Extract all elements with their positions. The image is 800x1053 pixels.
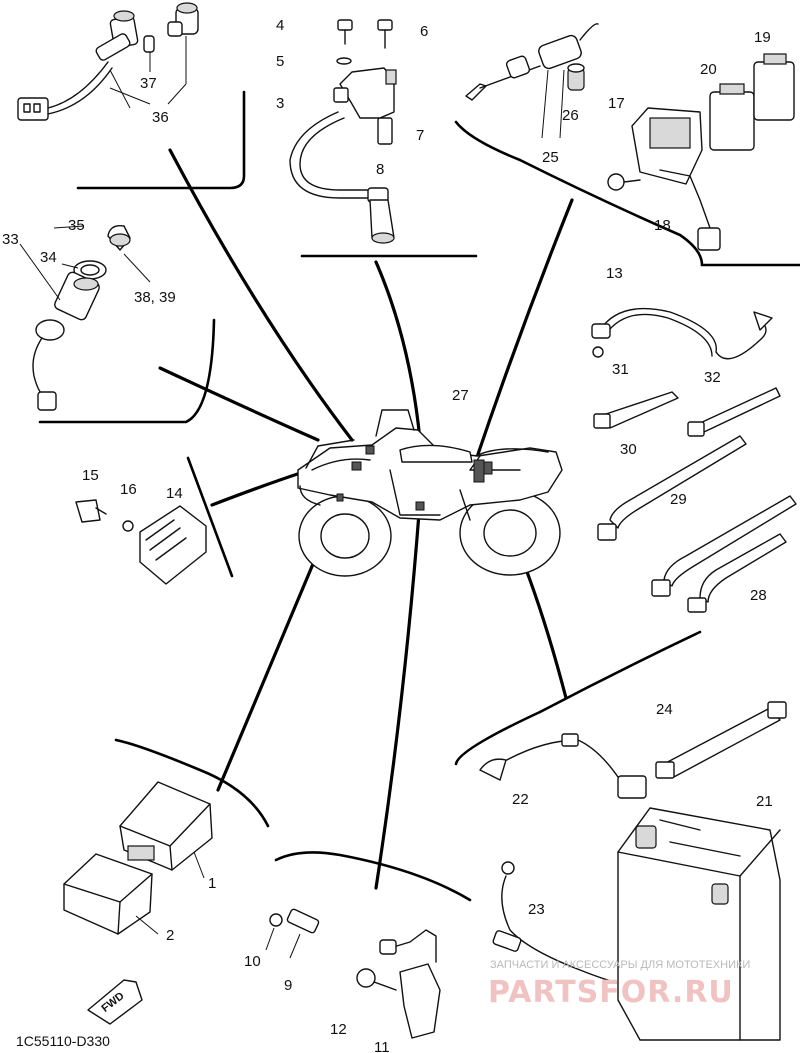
part-code: 1C55110-D330 <box>16 1033 110 1049</box>
callout-3: 3 <box>276 95 284 112</box>
callout-11: 11 <box>374 1039 390 1053</box>
callout-13: 13 <box>606 265 623 282</box>
group-brackets <box>38 90 800 902</box>
part-36-37-harness <box>17 2 199 121</box>
callout-14: 14 <box>166 485 183 502</box>
callout-8: 8 <box>376 161 384 178</box>
callout-16: 16 <box>120 481 137 498</box>
callout-1: 1 <box>208 875 216 892</box>
callout-22: 22 <box>512 791 529 808</box>
part-cable-and-bands <box>591 307 797 613</box>
callout-4: 4 <box>276 17 284 34</box>
part-sensor-switch <box>265 908 441 1039</box>
fwd-arrow-icon <box>87 979 143 1025</box>
callout-2: 2 <box>166 927 174 944</box>
callout-15: 15 <box>82 467 99 484</box>
callout-20: 20 <box>700 61 717 78</box>
part-rectifier <box>75 499 207 585</box>
callout-32: 32 <box>704 369 721 386</box>
callout-23: 23 <box>528 901 545 918</box>
callout-17: 17 <box>608 95 625 112</box>
watermark-logo: PARTSFOR.RU <box>488 975 734 1010</box>
callout-24: 24 <box>656 701 673 718</box>
callout-6: 6 <box>420 23 428 40</box>
callout-27: 27 <box>452 387 469 404</box>
callout-7: 7 <box>416 127 424 144</box>
callout-36: 36 <box>152 109 169 126</box>
callout-5: 5 <box>276 53 284 70</box>
part-cdi-unit <box>63 781 213 935</box>
atv-illustration <box>297 409 563 577</box>
callout-30: 30 <box>620 441 637 458</box>
callout-37: 37 <box>140 75 157 92</box>
callout-38-39: 38, 39 <box>134 289 176 306</box>
callout-29: 29 <box>670 491 687 508</box>
part-starter-relay-group <box>465 23 795 251</box>
callout-18: 18 <box>654 217 671 234</box>
callout-34: 34 <box>40 249 57 266</box>
callout-12: 12 <box>330 1021 347 1038</box>
callout-19: 19 <box>754 29 771 46</box>
watermark-caption: ЗАПЧАСТИ И АКСЕССУАРЫ ДЛЯ МОТОТЕХНИКИ <box>490 959 750 971</box>
callout-labels: 1 2 3 4 5 6 7 8 9 10 11 12 13 14 15 16 1… <box>2 17 773 1053</box>
callout-10: 10 <box>244 953 261 970</box>
callout-35: 35 <box>68 217 85 234</box>
callout-25: 25 <box>542 149 559 166</box>
part-main-switch <box>19 225 151 411</box>
callout-9: 9 <box>284 977 292 994</box>
callout-31: 31 <box>612 361 629 378</box>
part-battery-group <box>479 701 787 1041</box>
callout-28: 28 <box>750 587 767 604</box>
callout-21: 21 <box>756 793 773 810</box>
callout-26: 26 <box>562 107 579 124</box>
part-ignition-coil <box>289 19 397 244</box>
callout-33: 33 <box>2 231 19 248</box>
